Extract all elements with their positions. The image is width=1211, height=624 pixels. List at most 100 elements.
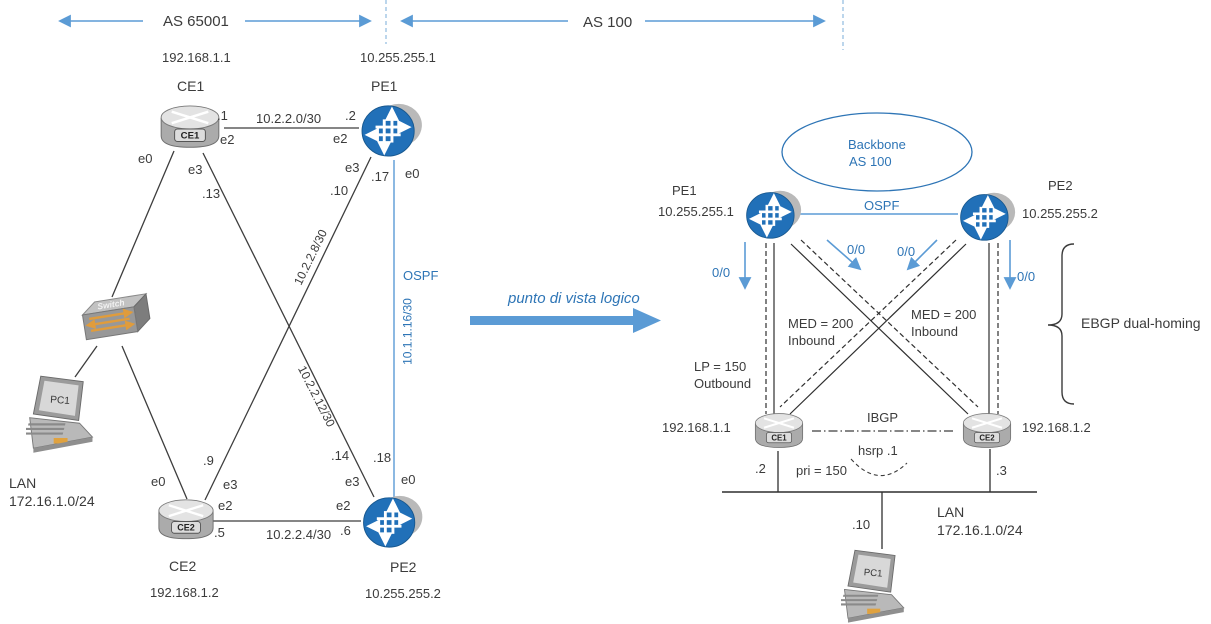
ce2-name-label: CE2 [169,558,197,574]
lan-name-label: LAN [9,475,37,491]
ce2-ip-label: 192.168.1.2 [150,585,219,600]
logical-pe2-router-icon [960,192,1016,241]
pc1-laptop-icon: PC1 [26,375,94,453]
pc1-icon-label: PC1 [50,395,71,407]
laptop-touchpad [53,438,68,444]
lan-subnet-label: 172.16.1.0/24 [9,493,95,509]
med-right-line2: Inbound [911,324,958,339]
ce2-pe1-ip-a-label: .9 [203,453,214,468]
ce2-pe2-subnet-label: 10.2.2.4/30 [266,527,332,542]
logical-ce2-icon-label: CE2 [979,433,995,442]
ebgp-pe2-ce1-solid [789,243,967,415]
ce1-pe2-ip-a-label: .13 [202,186,221,201]
default-route-label-1: 0/0 [712,265,731,280]
switch-icon: Switch [81,292,151,341]
ospf-label: OSPF [403,268,439,283]
ebgp-pe2-ce1-dashed [779,239,957,408]
pe2-ip-label: 10.255.255.2 [365,586,441,601]
pe1-pe2-if-b-label: e0 [401,472,416,487]
router-pinwheel-arrows [364,106,412,156]
pe1-router-icon [361,103,422,157]
pe1-pe2-if-a-label: e0 [405,166,420,181]
hsrp-label: hsrp .1 [858,443,898,458]
pe2-router-icon [363,495,423,548]
link-ce1-pe2 [202,152,375,498]
ce2-icon-label: CE2 [177,523,195,533]
as-left-label: AS 65001 [163,13,229,30]
ebgp-pe1-ce2-dashed [800,239,979,408]
ebgp-brace [1047,243,1075,405]
ce2-pe1-if-b-label: e3 [345,160,360,175]
router-cross-arrows [763,417,795,429]
ce1-pe1-subnet-label: 10.2.2.0/30 [256,111,322,126]
router-pinwheel-arrows [748,193,792,238]
pe1-ip-label: 10.255.255.1 [360,50,436,65]
hsrp-priority-label: pri = 150 [796,463,847,478]
ce1-name-label: CE1 [177,78,205,94]
ce1-pe2-if-a-label: e3 [188,162,203,177]
ce2-pe2-if-a-label: e2 [218,498,233,513]
hsrp-arc [850,458,908,477]
ce1-pe2-if-b-label: e3 [345,474,360,489]
logical-ce2-router-icon: CE2 [962,413,1012,448]
logical-view-label: punto di vista logico [508,290,640,307]
router-pinwheel-arrows [366,498,413,547]
lp-line1: LP = 150 [694,359,747,374]
logical-ce1-icon-label: CE1 [771,433,787,442]
logical-lan-subnet-label: 172.16.1.0/24 [937,522,1023,538]
ce1-icon-label: CE1 [181,131,200,142]
ebgp-dual-homing-label: EBGP dual-homing [1081,315,1201,331]
logical-pe1-router-icon [746,190,802,239]
default-route-arrow-pe1-diagonal [826,239,862,271]
logical-pc-lan-ip-label: .10 [852,517,871,532]
ce1-ip-label: 192.168.1.1 [162,50,231,65]
ce1-pe2-ip-b-label: .14 [331,448,350,463]
link-ce1-switch [111,150,175,298]
backbone-cloud-ellipse [781,112,973,192]
as-right-label: AS 100 [583,14,633,31]
logical-lan-name-label: LAN [937,504,965,520]
default-route-label-2: 0/0 [847,242,866,257]
logical-view-arrow [470,308,661,333]
logical-ce1-ip-label: 192.168.1.1 [662,420,731,435]
pe2-name-label: PE2 [390,559,417,575]
laptop-keys [841,594,879,606]
logical-ospf-label: OSPF [864,198,900,213]
ce2-pe1-if-a-label: e3 [223,477,238,492]
pe1-pe2-subnet-label: 10.1.1.16/30 [400,298,415,365]
link-switch-pc1 [74,345,98,378]
ce1-pe1-ip-a-label: .1 [217,108,228,123]
ce2-router-icon: CE2 [158,499,214,540]
ce1-pe1-if-b-label: e2 [333,131,348,146]
ce1-pe1-ip-b-label: .2 [345,108,356,123]
ce1-pe1-if-a-label: e2 [220,132,235,147]
logical-pc1-icon-label: PC1 [863,567,882,579]
med-left-line2: Inbound [788,333,835,348]
logical-ce2-ip-label: 192.168.1.2 [1022,420,1091,435]
ce2-pe2-ip-b-label: .6 [340,523,351,538]
logical-ce1-router-icon: CE1 [754,413,804,448]
default-route-arrow-pe2-diagonal [906,239,938,271]
router-cross-arrows [171,110,209,125]
med-left-line1: MED = 200 [788,316,854,331]
default-route-label-3: 0/0 [897,244,916,259]
logical-pe1-name-label: PE1 [672,183,697,198]
switch-arrows [85,308,136,333]
ce1-router-icon: CE1 [160,105,220,148]
pe1-pe2-ip-b-label: .18 [373,450,392,465]
lp-line2: Outbound [694,376,752,391]
logical-pe2-name-label: PE2 [1048,178,1073,193]
ce2-lan-if-label: e0 [151,474,166,489]
router-cross-arrows [168,504,204,518]
laptop-touchpad [867,608,881,614]
logical-pe2-ip-label: 10.255.255.2 [1022,206,1098,221]
pe1-name-label: PE1 [371,78,398,94]
link-switch-ce2 [121,345,188,500]
backbone-label-line1: Backbone [848,137,906,152]
ce1-lan-if-label: e0 [138,151,153,166]
ibgp-label: IBGP [867,410,899,425]
switch-icon-label: Switch [97,297,126,311]
pe1-pe2-ip-a-label: .17 [371,169,390,184]
